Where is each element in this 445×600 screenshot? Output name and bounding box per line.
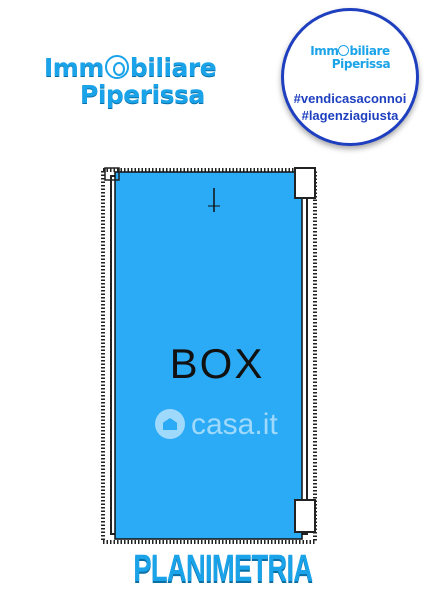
- column-top-left: [104, 167, 120, 181]
- at-sign-icon: [104, 55, 129, 79]
- column-top-right: [294, 167, 316, 199]
- hashtag-lagenziagiusta: #lagenziagiusta: [301, 108, 399, 123]
- column-bottom-right: [294, 499, 316, 533]
- room-fill: [114, 171, 303, 540]
- floor-plan-drawing: [101, 167, 317, 544]
- hashtag-vendicasaconnoi: #vendicasaconnoi: [293, 91, 407, 106]
- logo-line-2: Piperissa: [80, 80, 205, 109]
- house-icon: [155, 409, 185, 439]
- badge-logo: Imm biliare Piperissa: [284, 45, 416, 71]
- logo-line-1: Imm biliare: [44, 54, 254, 81]
- at-sign-icon: [338, 45, 350, 56]
- hashtag-badge: Imm biliare Piperissa #vendicasaconnoi #l…: [281, 8, 419, 146]
- badge-logo-line-1: Imm biliare: [284, 45, 416, 58]
- floor-plan: BOX casa.it: [97, 160, 337, 545]
- logo-text-part1: Imm: [44, 53, 104, 82]
- badge-logo-line-2: Piperissa: [331, 57, 391, 71]
- outer-wall: [101, 168, 317, 544]
- page-title: PLANIMETRIA: [133, 548, 313, 590]
- casa-watermark: casa.it: [155, 408, 278, 442]
- logo-text-part2: biliare: [129, 53, 217, 82]
- agency-logo: Imm biliare Piperissa: [44, 54, 254, 108]
- room-label: BOX: [169, 340, 265, 387]
- badge-logo-part1: Imm: [310, 44, 339, 58]
- watermark-text: casa.it: [191, 408, 278, 441]
- badge-logo-part2: biliare: [349, 44, 390, 58]
